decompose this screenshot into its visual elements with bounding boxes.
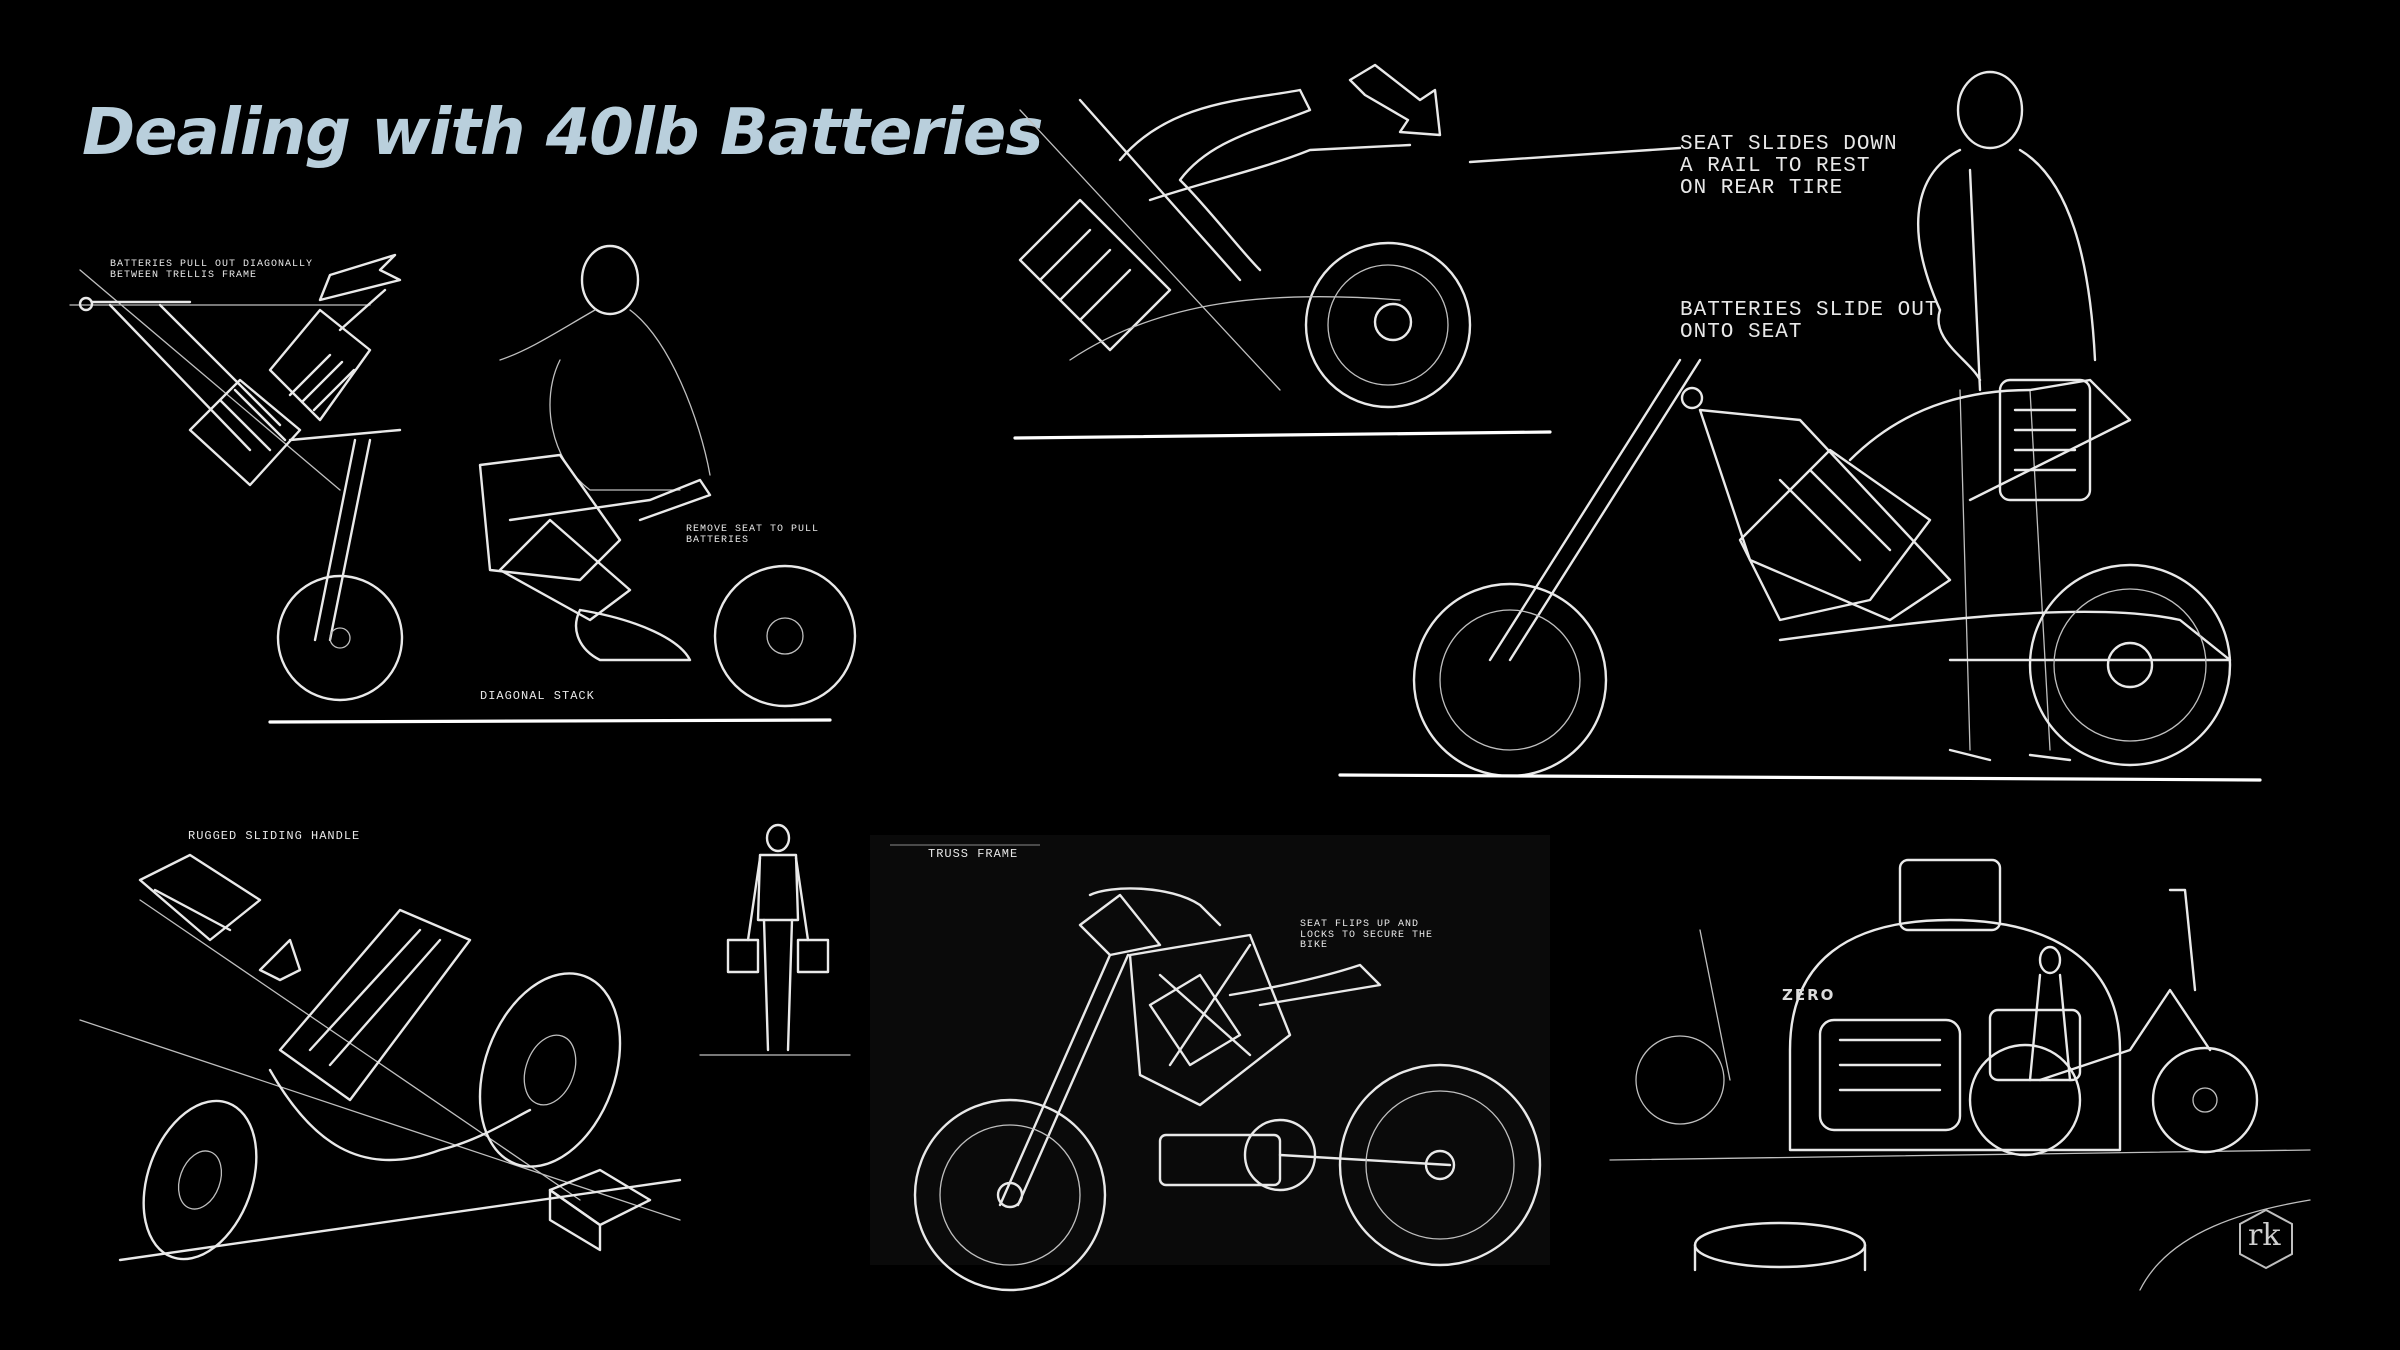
pull-arrow-icon bbox=[318, 253, 402, 332]
note-remove-seat: Remove seat to pull batteries bbox=[686, 524, 820, 546]
slide-arrow-icon bbox=[1348, 63, 1442, 137]
page-title: Dealing with 40lb Batteries bbox=[82, 96, 1043, 170]
logo-initials: rk bbox=[2248, 1218, 2281, 1253]
zero-brand-label: ZERO bbox=[1782, 986, 1836, 1004]
note-seat-flips: Seat flips up and locks to secure the bi… bbox=[1300, 919, 1434, 951]
note-batteries-diagonal: Batteries pull out diagonally between tr… bbox=[110, 259, 314, 281]
note-seat-slides: Seat slides down a rail to rest on rear … bbox=[1680, 133, 1898, 201]
note-truss-frame: Truss frame bbox=[928, 847, 1019, 861]
note-batteries-slide-out: Batteries slide out onto seat bbox=[1680, 299, 1939, 345]
note-diagonal-stack: Diagonal stack bbox=[480, 689, 595, 703]
sketch-rider-diagonal-stack bbox=[260, 240, 880, 740]
sketch-seat-rail bbox=[1010, 60, 1682, 440]
sketch-battery-onto-seat bbox=[1330, 60, 2280, 790]
note-rugged-handle: Rugged sliding handle bbox=[188, 829, 361, 843]
sketch-sliding-handle bbox=[79, 820, 700, 1300]
sketch-battery-pullout bbox=[69, 250, 402, 510]
sketch-truss-frame bbox=[870, 835, 1550, 1292]
rk-monogram-logo bbox=[2239, 1208, 2293, 1270]
sketch-charging-station bbox=[1609, 850, 2350, 1291]
sketch-person-carrying-batteries bbox=[699, 820, 851, 1070]
